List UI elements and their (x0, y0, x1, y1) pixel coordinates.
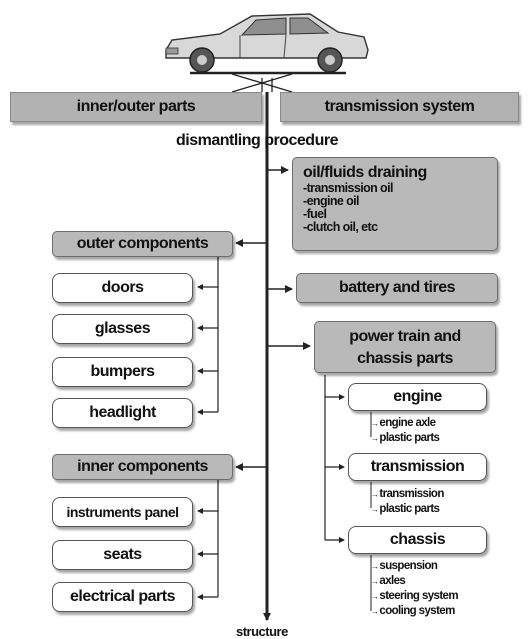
outer-item-headlight: headlight (52, 398, 193, 428)
transmission-box: transmission (348, 453, 487, 481)
engine-sub-item: plastic parts (371, 431, 440, 446)
engine-box: engine (348, 383, 487, 411)
fluids-title: oil/fluids draining (303, 164, 427, 181)
engine-sublist: engine axle plastic parts (371, 416, 440, 446)
powertrain-title-line2: chassis parts (357, 350, 453, 367)
inner-outer-parts-header: inner/outer parts (10, 92, 262, 122)
chassis-sublist: suspension axles steering system cooling… (371, 559, 458, 619)
procedure-label: dismantling procedure (176, 132, 338, 149)
fluids-item: -engine oil (303, 194, 360, 208)
transmission-system-header: transmission system (280, 92, 519, 122)
lift-stand (231, 73, 293, 93)
outer-item-bumpers: bumpers (52, 357, 193, 387)
inner-components-box: inner components (52, 454, 233, 480)
fluids-item: -clutch oil, etc (303, 220, 378, 234)
structure-label: structure (236, 624, 288, 639)
inner-item-seats: seats (52, 540, 193, 570)
car-illustration (165, 13, 369, 75)
chassis-sub-item: axles (371, 574, 458, 589)
fluids-draining-box: oil/fluids draining -transmission oil -e… (292, 157, 498, 251)
fluids-item: -fuel (303, 207, 327, 221)
transmission-sub-item: transmission (371, 487, 444, 502)
powertrain-title-line1: power train and (349, 328, 461, 345)
inner-item-electrical-parts: electrical parts (52, 582, 193, 612)
outer-item-glasses: glasses (52, 314, 193, 344)
chassis-sub-item: suspension (371, 559, 458, 574)
chassis-box: chassis (348, 526, 487, 554)
transmission-sub-item: plastic parts (371, 502, 444, 517)
powertrain-chassis-box: power train and chassis parts (314, 321, 496, 373)
chassis-sub-item: steering system (371, 589, 458, 604)
outer-components-box: outer components (52, 231, 233, 257)
battery-tires-box: battery and tires (296, 273, 498, 303)
engine-sub-item: engine axle (371, 416, 439, 431)
inner-item-instruments-panel: instruments panel (52, 497, 193, 527)
transmission-sublist: transmission plastic parts (371, 487, 444, 517)
outer-item-doors: doors (52, 273, 193, 303)
fluids-item: -transmission oil (303, 181, 393, 195)
chassis-sub-item: cooling system (371, 604, 458, 619)
